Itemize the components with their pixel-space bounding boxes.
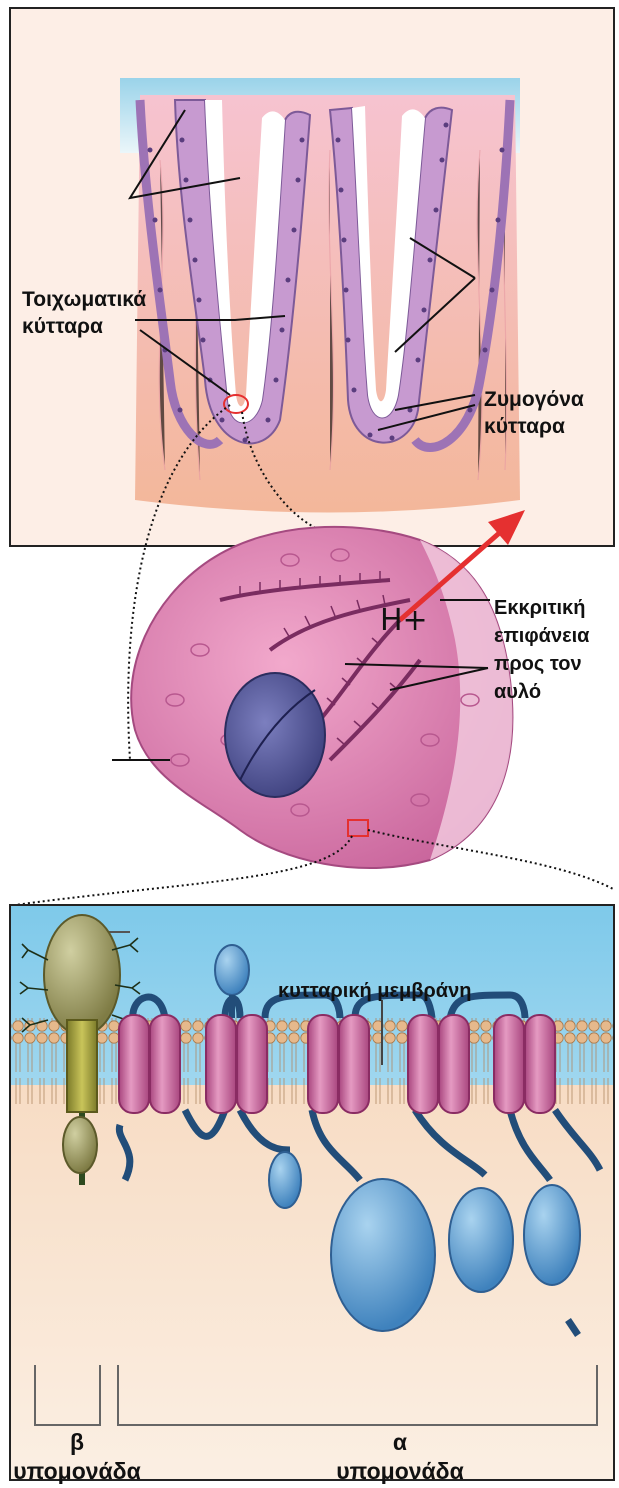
- label-cell-membrane: κυτταρική μεμβράνη: [278, 978, 471, 1005]
- label-secretory-surface: Εκκριτική επιφάνεια προς τον αυλό: [494, 594, 589, 706]
- label-secretory-line4: αυλό: [494, 678, 589, 706]
- parietal-cell: [15, 510, 615, 905]
- alpha-extracellular-domain: [215, 945, 249, 995]
- alpha-cytoplasmic-large-domain: [331, 1179, 435, 1331]
- label-chief-line1: Ζυμογόνα: [484, 386, 584, 413]
- label-chief-line2: κύτταρα: [484, 413, 584, 440]
- label-parietal-cells: Τοιχωματικά κύτταρα: [22, 286, 146, 340]
- label-secretory-line1: Εκκριτική: [494, 594, 589, 622]
- alpha-cytoplasmic-small-domain: [269, 1152, 301, 1208]
- beta-transmembrane-helix: [67, 1020, 97, 1112]
- beta-extracellular-domain: [44, 915, 120, 1035]
- label-beta-subunit: β υπομονάδα: [0, 1428, 154, 1486]
- label-parietal-line2: κύτταρα: [22, 313, 146, 340]
- beta-cytoplasmic-domain: [63, 1117, 97, 1173]
- proton-label: H+: [380, 603, 428, 638]
- label-parietal-line1: Τοιχωματικά: [22, 286, 146, 313]
- label-alpha-subunit: α υπομονάδα: [320, 1428, 480, 1486]
- label-chief-cells: Ζυμογόνα κύτταρα: [484, 386, 584, 440]
- label-beta-line2: υπομονάδα: [0, 1457, 154, 1486]
- alpha-cytoplasmic-medium-domain: [449, 1188, 513, 1292]
- alpha-cytoplasmic-right-domain: [524, 1185, 580, 1285]
- label-secretory-line3: προς τον: [494, 650, 589, 678]
- label-secretory-line2: επιφάνεια: [494, 622, 589, 650]
- label-beta-line1: β: [0, 1428, 154, 1457]
- label-alpha-line1: α: [320, 1428, 480, 1457]
- label-alpha-line2: υπομονάδα: [320, 1457, 480, 1486]
